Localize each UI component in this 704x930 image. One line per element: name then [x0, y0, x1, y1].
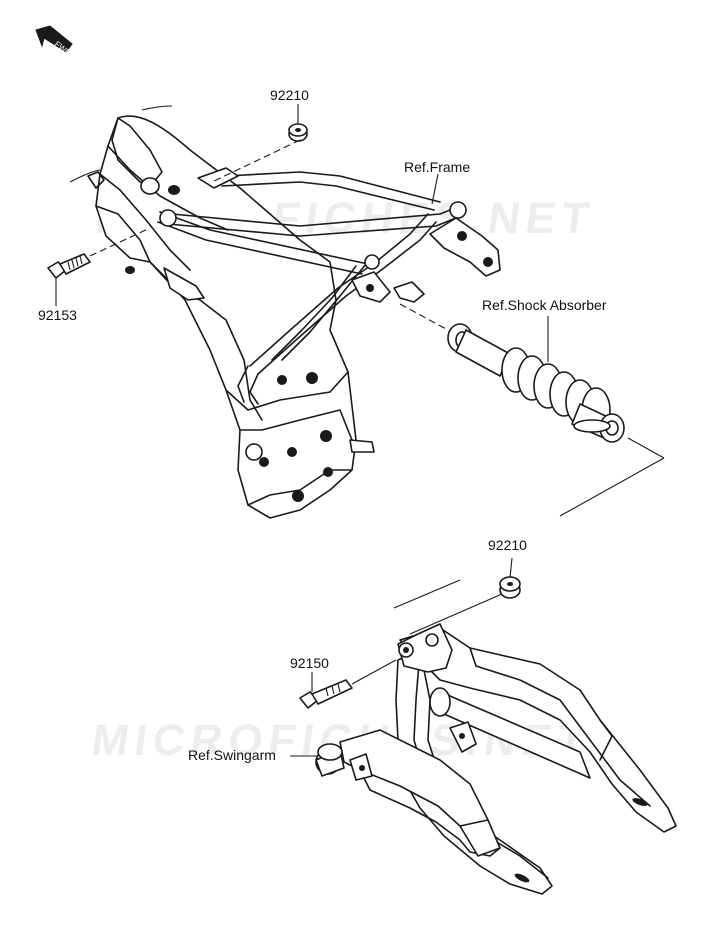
- bolt-bottom-guide: [351, 659, 397, 685]
- shock-bracket-b: [559, 457, 665, 517]
- label-ref-swingarm: Ref.Swingarm: [188, 747, 276, 763]
- label-nut-92210-bottom: 92210: [488, 537, 527, 553]
- label-bolt-92150: 92150: [290, 655, 329, 671]
- bolt-92153: [47, 253, 91, 279]
- upper-bracket-line: [393, 579, 461, 609]
- nut-bottom-leader: [509, 557, 513, 579]
- shock-bracket-a: [627, 437, 665, 459]
- frame-part: [69, 105, 501, 519]
- nut-top-guide: [211, 139, 301, 183]
- label-nut-92210-top: 92210: [270, 87, 309, 103]
- nut-92210-bottom: [499, 576, 521, 599]
- frame-leader: [431, 173, 439, 205]
- forward-arrow-icon: FWD: [35, 25, 73, 58]
- label-ref-shock-absorber: Ref.Shock Absorber: [482, 297, 607, 313]
- bolt-top-guide: [89, 227, 151, 257]
- nut-bottom-guide: [409, 593, 503, 635]
- nut-92210-top: [288, 123, 308, 142]
- label-bolt-92153: 92153: [38, 307, 77, 323]
- swingarm-part: [315, 623, 677, 895]
- bolt-92150: [299, 679, 353, 709]
- label-ref-frame: Ref.Frame: [404, 159, 471, 175]
- shock-absorber-part: [399, 303, 625, 443]
